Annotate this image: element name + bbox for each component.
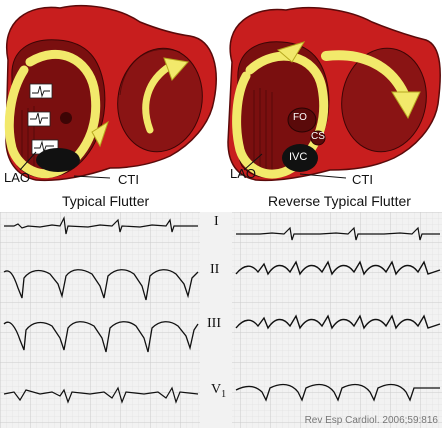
ecg-trace-left-V1 — [3, 386, 199, 404]
cs-label: CS — [311, 131, 325, 142]
anatomy-illustration — [4, 4, 441, 182]
ecg-trace-left-I — [4, 215, 198, 235]
lead-label-I: I — [214, 214, 219, 229]
right-heart — [227, 6, 441, 182]
lead-label-V1-main: V — [211, 382, 222, 397]
left-cti-label: CTI — [118, 172, 139, 187]
ecg-panel: I II III V1 Rev Esp Cardiol. 2006;59:816 — [0, 212, 442, 428]
source-credit: Rev Esp Cardiol. 2006;59:816 — [304, 415, 438, 426]
lead-label-V1: V1 — [211, 382, 226, 400]
ecg-trace-right-V1 — [235, 383, 440, 402]
left-heart — [4, 4, 217, 182]
lead-label-V1-sub: 1 — [221, 388, 227, 400]
left-caption: Typical Flutter — [62, 193, 150, 209]
anatomy-panel: LAO CTI Typical Flutter FO CS IVC LAO CT… — [0, 0, 442, 212]
lead-label-II: II — [210, 262, 220, 277]
right-view-label: LAO — [230, 166, 257, 181]
lead-label-III: III — [207, 316, 221, 331]
ecg-tracings — [0, 212, 442, 428]
fo-label: FO — [293, 112, 307, 123]
right-cti-label: CTI — [352, 172, 373, 187]
right-caption: Reverse Typical Flutter — [268, 193, 411, 209]
ecg-trace-left-II — [3, 269, 199, 301]
ecg-trace-right-II — [235, 260, 441, 276]
left-tracings — [3, 215, 199, 404]
ecg-trace-right-I — [236, 226, 440, 241]
ecg-trace-right-III — [235, 314, 441, 330]
left-view-label: LAO — [4, 170, 31, 185]
ivc-label: IVC — [289, 151, 308, 163]
ecg-trace-left-III — [3, 321, 199, 353]
ecg-grid-left — [0, 212, 200, 428]
right-tracings — [235, 226, 441, 402]
